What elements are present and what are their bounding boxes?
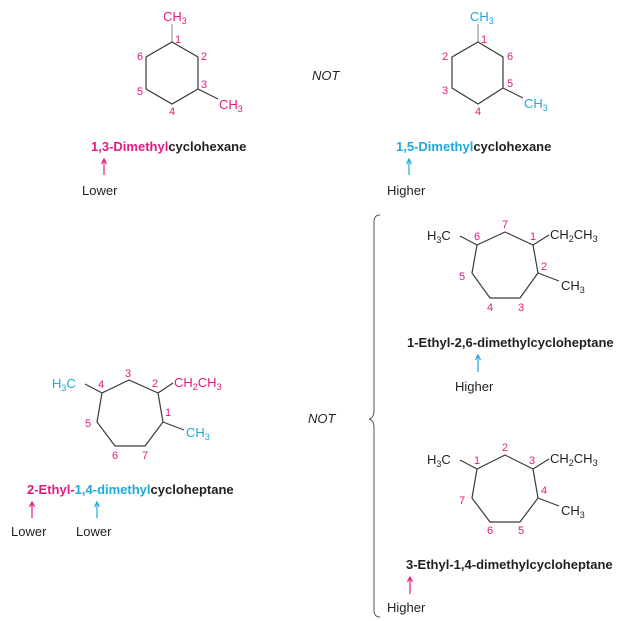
locant-1: 1 <box>165 407 171 419</box>
locant-1: 1 <box>530 231 536 243</box>
compound-name: 1,3-Dimethylcyclohexane <box>91 139 246 154</box>
ethyl-group: CH2CH3 <box>174 375 222 392</box>
panel-hex-wrong: CH3 CH3 1 2 3 4 5 6 1,5-Dimethylcyclohex… <box>387 9 551 198</box>
panel-hex-correct: CH3 CH3 1 2 3 4 5 6 1,3-Dimethylcyclohex… <box>82 9 246 198</box>
cycloheptane-ring <box>471 454 539 523</box>
locant-7: 7 <box>142 450 148 462</box>
methyl-group-right: CH3 <box>561 503 585 520</box>
bond-c4-methyl <box>537 497 560 507</box>
methyl-group-right: CH3 <box>524 96 548 113</box>
locant-3: 3 <box>125 368 131 380</box>
compound-name: 3-Ethyl-1,4-dimethylcycloheptane <box>406 557 613 572</box>
methyl-group-right: CH3 <box>219 97 243 114</box>
locant-6: 6 <box>507 51 513 63</box>
cycloheptane-ring <box>471 231 539 299</box>
locant-2: 2 <box>152 378 158 390</box>
subscript: 3 <box>489 16 494 26</box>
subscript: 3 <box>238 104 243 114</box>
grouping-brace <box>368 214 381 618</box>
locant-5: 5 <box>518 525 524 537</box>
cyclohexane-ring <box>145 41 199 105</box>
ethyl-group: CH2CH3 <box>550 451 598 468</box>
locant-6: 6 <box>487 525 493 537</box>
bond-c5-methyl <box>502 87 524 99</box>
locant-6: 6 <box>112 450 118 462</box>
bond-c2-methyl <box>537 272 560 282</box>
compound-name: 1,5-Dimethylcyclohexane <box>396 139 551 154</box>
ethyl-group: CH2CH3 <box>550 227 598 244</box>
arrowhead <box>474 353 482 361</box>
locant-2: 2 <box>201 51 207 63</box>
higher-label: Higher <box>387 183 426 198</box>
bond-c1-ethyl <box>532 234 550 246</box>
locant-3: 3 <box>201 79 207 91</box>
locant-7: 7 <box>502 219 508 231</box>
subscript: 3 <box>182 16 187 26</box>
cyclohexane-ring <box>451 41 504 105</box>
lower-label-ethyl: Lower <box>11 524 47 539</box>
locant-4: 4 <box>169 106 175 118</box>
locant-4: 4 <box>98 379 104 391</box>
bond-c1-methyl <box>459 459 478 470</box>
panel-hept-wrong-a: H3C CH2CH3 CH3 1 2 3 4 5 6 7 1-Ethyl-2,6… <box>407 219 614 394</box>
bond-c4-methyl <box>84 383 103 394</box>
bond-c2-ethyl <box>157 382 174 394</box>
locant-7: 7 <box>459 495 465 507</box>
cycloheptane-ring <box>96 379 164 447</box>
locant-5: 5 <box>459 271 465 283</box>
arrowhead <box>100 157 108 165</box>
locant-5: 5 <box>137 86 143 98</box>
locant-1: 1 <box>481 34 487 46</box>
methyl-group-right: CH3 <box>561 278 585 295</box>
lower-label-methyl: Lower <box>76 524 112 539</box>
subscript: 3 <box>543 103 548 113</box>
arrowhead <box>93 500 101 508</box>
locant-2: 2 <box>442 51 448 63</box>
bond-c3-ethyl <box>532 458 550 470</box>
arrowhead <box>406 575 414 583</box>
higher-label: Higher <box>387 600 426 615</box>
methyl-group-top: CH3 <box>163 9 187 26</box>
compound-name: 1-Ethyl-2,6-dimethylcycloheptane <box>407 335 614 350</box>
locant-4: 4 <box>475 106 481 118</box>
methyl-group-left: H3C <box>52 376 76 393</box>
locant-2: 2 <box>541 261 547 273</box>
lower-label: Lower <box>82 183 118 198</box>
bond-c3-methyl <box>197 88 219 100</box>
compound-name: 2-Ethyl-1,4-dimethylcycloheptane <box>27 482 234 497</box>
locant-5: 5 <box>85 418 91 430</box>
methyl-group-top: CH3 <box>470 9 494 26</box>
locant-1: 1 <box>175 34 181 46</box>
locant-5: 5 <box>507 78 513 90</box>
arrowhead <box>405 157 413 165</box>
methyl-group-left: H3C <box>427 228 451 245</box>
panel-hept-correct: H3C CH2CH3 CH3 1 2 3 4 5 6 7 2-Ethyl-1,4… <box>11 368 234 539</box>
locant-6: 6 <box>137 51 143 63</box>
arrowhead <box>28 500 36 508</box>
locant-2: 2 <box>502 442 508 454</box>
locant-3: 3 <box>442 85 448 97</box>
higher-label: Higher <box>455 379 494 394</box>
locant-3: 3 <box>518 302 524 314</box>
methyl-group-left: H3C <box>427 452 451 469</box>
locant-4: 4 <box>541 485 547 497</box>
locant-3: 3 <box>529 455 535 467</box>
not-label-middle: NOT <box>308 411 337 426</box>
bond-c1-methyl <box>162 421 185 431</box>
bond-c6-methyl <box>459 235 478 246</box>
not-label-top: NOT <box>312 68 341 83</box>
panel-hept-wrong-b: H3C CH2CH3 CH3 1 2 3 4 5 6 7 3-Ethyl-1,4… <box>387 442 613 615</box>
locant-4: 4 <box>487 302 493 314</box>
methyl-group-right: CH3 <box>186 425 210 442</box>
locant-1: 1 <box>474 455 480 467</box>
locant-6: 6 <box>474 231 480 243</box>
